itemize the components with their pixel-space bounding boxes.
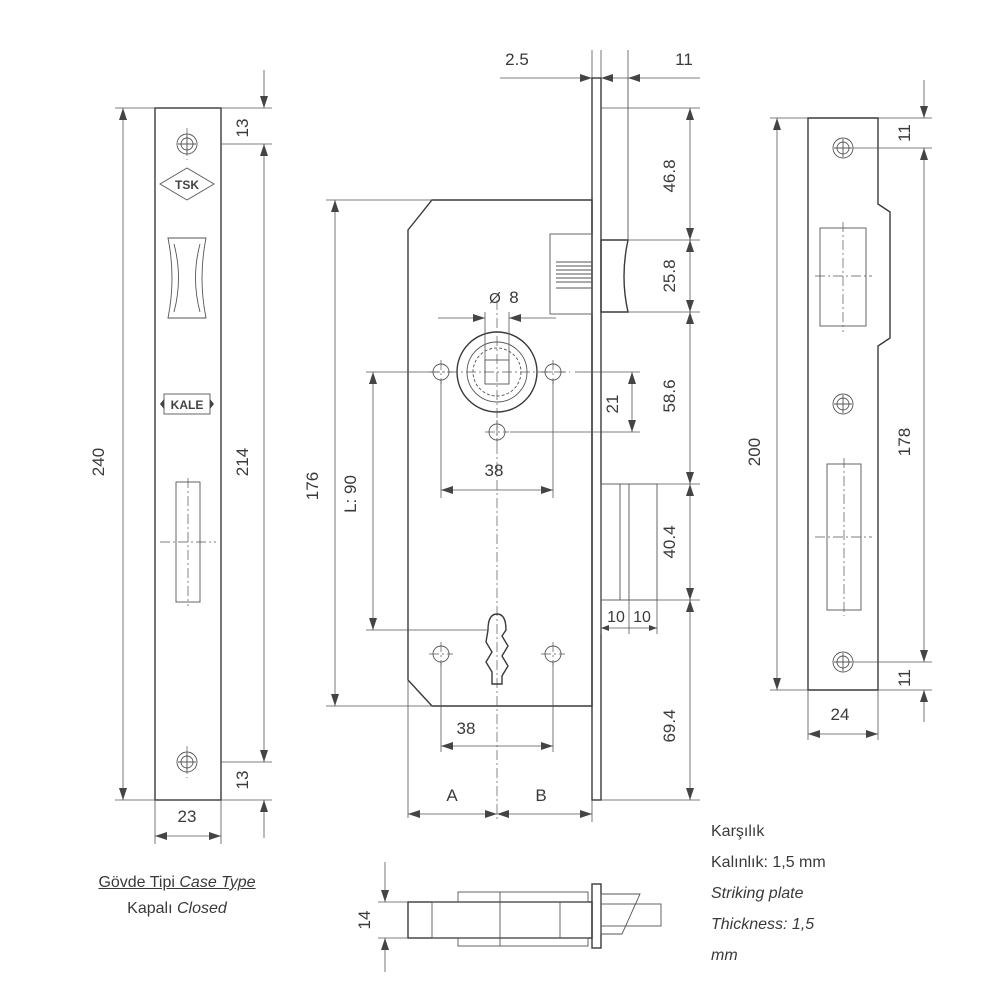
case-type-en: Case Type — [179, 874, 256, 891]
case-type-caption: Gövde Tipi Case Type Kapalı Closed — [58, 874, 296, 918]
case-type-tr: Gövde Tipi — [98, 874, 175, 891]
dim-bolt-to-latch: 58.6 — [660, 379, 679, 412]
kale-logo: KALE — [160, 393, 214, 415]
strike-plate-outline — [807, 117, 891, 691]
dim-backset-b: B — [535, 786, 546, 805]
faceplate-outline — [154, 107, 222, 801]
closed-tr: Kapalı — [127, 900, 173, 917]
case-view: 2.5 11 46.8 25.8 58.6 40.4 69.4 21 — [303, 50, 700, 822]
dim-faceplate-height: 240 — [89, 448, 108, 476]
side-latch — [600, 893, 641, 935]
dim-strike-height: 200 — [745, 438, 764, 466]
dim-spindle-dia-symbol: Ø — [489, 290, 501, 307]
dim-keyhole-hole-spacing: 38 — [457, 719, 476, 738]
strike-plate-view: 200 178 11 11 24 — [745, 80, 932, 740]
latch — [600, 483, 658, 601]
note-en-thickness: Thickness: 1,5 — [711, 916, 815, 933]
dim-l-distance: L: 90 — [341, 475, 360, 513]
striking-plate-note: Karşılık Kalınlık: 1,5 mm Striking plate… — [711, 816, 911, 971]
strike-screw-middle — [832, 393, 854, 415]
dim-strike-top-hole: 11 — [895, 124, 914, 142]
dim-spindle-dia: 8 — [509, 288, 518, 307]
closed-en: Closed — [177, 900, 227, 917]
dim-front-plate: 2.5 — [505, 50, 529, 69]
dim-spindle-to-hole: 21 — [603, 395, 622, 414]
dim-faceplate-hole-spacing: 214 — [233, 448, 252, 476]
side-front-plate — [591, 883, 602, 949]
kale-logo-text: KALE — [171, 398, 204, 412]
side-bolt — [600, 903, 662, 927]
dim-faceplate-width: 23 — [178, 807, 197, 826]
deadbolt-opening — [167, 237, 207, 319]
strike-screw-bottom — [832, 651, 854, 673]
closed-line: Kapalı Closed — [58, 900, 296, 918]
dim-bolt-height: 25.8 — [660, 259, 679, 292]
dim-latch-a: 10 — [607, 609, 625, 626]
keyhole — [485, 613, 509, 685]
note-tr-thickness: Kalınlık: 1,5 mm — [711, 854, 826, 871]
dim-case-height: 176 — [303, 472, 322, 500]
faceplate-view: TSK KALE 240 214 — [89, 70, 272, 844]
dim-top-to-bolt: 46.8 — [660, 159, 679, 192]
dim-faceplate-hole-top: 13 — [233, 119, 252, 138]
dim-strike-width: 24 — [831, 705, 850, 724]
side-view: 14 — [355, 862, 662, 972]
note-tr-title: Karşılık — [711, 823, 765, 840]
tsk-logo-text: TSK — [175, 178, 199, 192]
tsk-logo: TSK — [159, 167, 215, 201]
strike-screw-top — [832, 137, 854, 159]
dim-side-thickness: 14 — [355, 911, 374, 930]
case-type-line: Gövde Tipi Case Type — [58, 874, 296, 892]
dim-hub-hole-spacing: 38 — [485, 461, 504, 480]
dim-faceplate-hole-bottom: 13 — [233, 771, 252, 790]
note-en-thickness-unit: mm — [711, 947, 738, 964]
dim-strike-hole-spacing: 178 — [895, 428, 914, 456]
dim-latch-height: 40.4 — [660, 525, 679, 558]
deadbolt — [549, 78, 629, 315]
dim-latch-b: 10 — [633, 609, 651, 626]
dim-backset-a: A — [446, 786, 458, 805]
dim-strike-bottom-hole: 11 — [895, 669, 914, 687]
dim-bolt-throw: 11 — [675, 50, 693, 69]
front-plate — [591, 77, 602, 801]
spindle-hub — [430, 300, 570, 820]
dim-bottom: 69.4 — [660, 709, 679, 742]
note-en-title: Striking plate — [711, 885, 804, 902]
